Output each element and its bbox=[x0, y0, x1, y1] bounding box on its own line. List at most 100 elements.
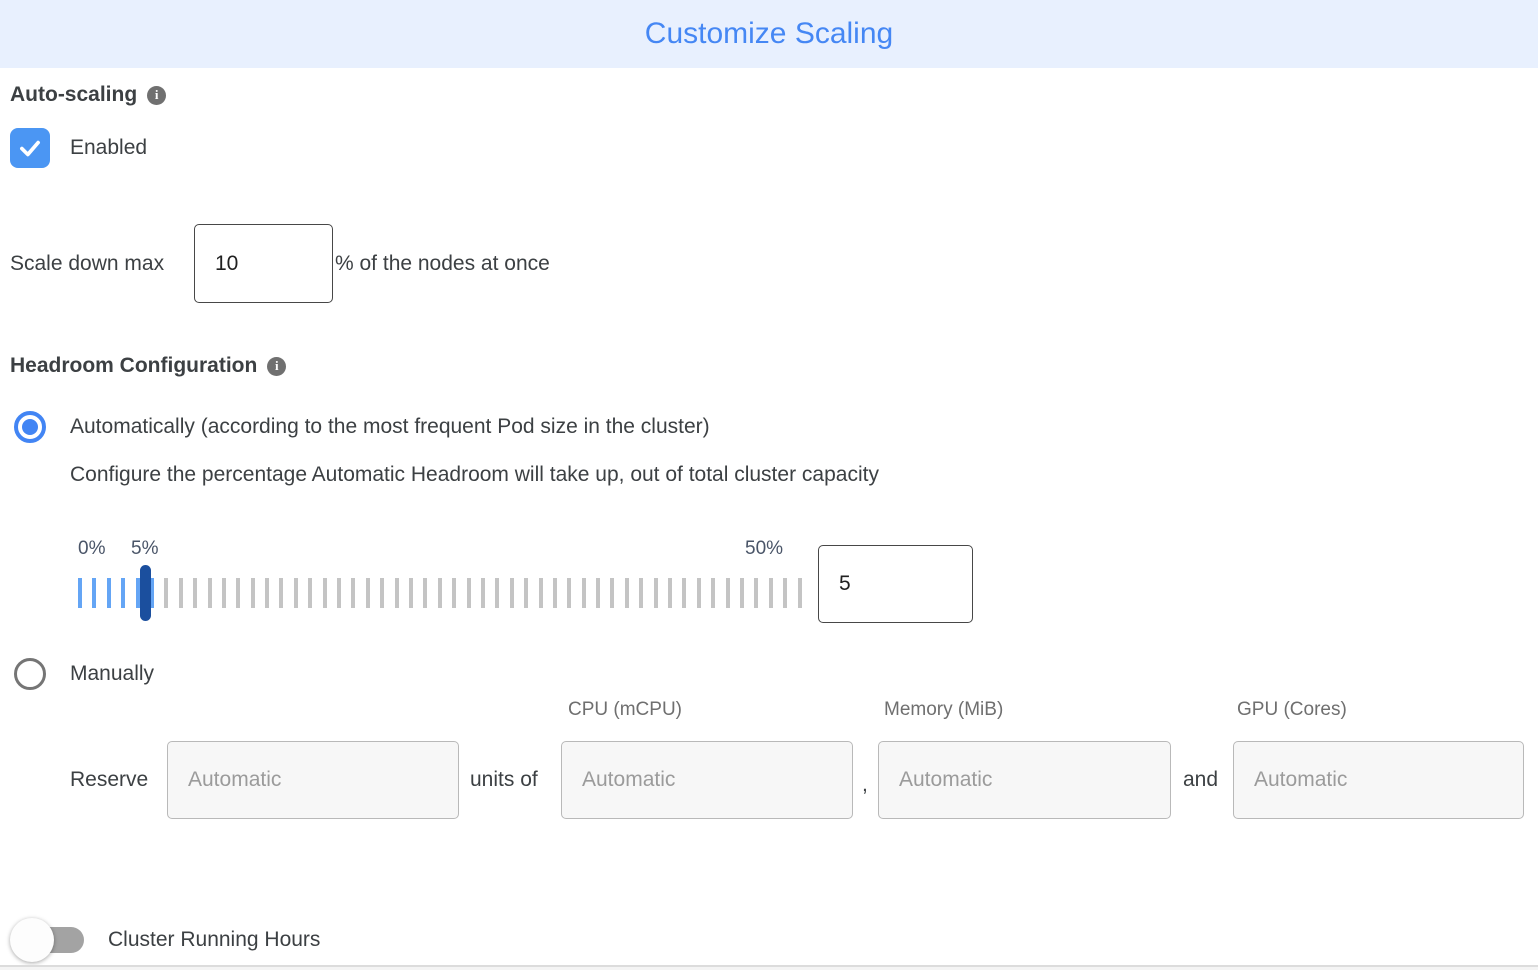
automatic-radio-row: Automatically (according to the most fre… bbox=[14, 411, 710, 443]
scale-down-label: Scale down max bbox=[10, 252, 165, 275]
slider-tick bbox=[279, 578, 284, 608]
slider-tick bbox=[337, 578, 342, 608]
slider-tick bbox=[711, 578, 716, 608]
slider-tick bbox=[250, 578, 255, 608]
slider-tick bbox=[293, 578, 298, 608]
slider-tick bbox=[78, 578, 82, 608]
slider-handle[interactable] bbox=[140, 565, 151, 621]
manual-column-headers: CPU (mCPU) Memory (MiB) GPU (Cores) bbox=[0, 699, 1538, 723]
scale-down-input[interactable] bbox=[194, 224, 333, 303]
auto-scaling-heading: Auto-scaling i bbox=[10, 83, 167, 107]
slider-tick bbox=[682, 578, 687, 608]
slider-tick bbox=[135, 578, 140, 608]
slider-tick bbox=[754, 578, 759, 608]
slider-max-label: 50% bbox=[745, 538, 784, 559]
slider-tick bbox=[221, 578, 226, 608]
slider-ticks[interactable] bbox=[78, 578, 802, 608]
slider-tick bbox=[538, 578, 543, 608]
checkmark-icon bbox=[17, 135, 43, 161]
headroom-percentage-input[interactable] bbox=[818, 545, 973, 623]
slider-tick bbox=[725, 578, 730, 608]
slider-current-label: 5% bbox=[131, 538, 159, 559]
slider-tick bbox=[624, 578, 629, 608]
slider-tick bbox=[178, 578, 183, 608]
slider-tick bbox=[265, 578, 270, 608]
slider-tick bbox=[394, 578, 399, 608]
cpu-column-header: CPU (mCPU) bbox=[568, 699, 682, 720]
bottom-strip bbox=[0, 967, 1538, 970]
headroom-label: Headroom Configuration bbox=[10, 354, 258, 377]
headroom-description: Configure the percentage Automatic Headr… bbox=[70, 463, 879, 486]
automatic-radio-label: Automatically (according to the most fre… bbox=[70, 415, 710, 438]
headroom-heading: Headroom Configuration i bbox=[10, 354, 287, 378]
slider-tick bbox=[207, 578, 212, 608]
scale-down-row: Scale down max % of the nodes at once bbox=[0, 224, 1538, 303]
cluster-running-hours-toggle[interactable] bbox=[10, 918, 84, 962]
slider-tick bbox=[466, 578, 471, 608]
slider-tick bbox=[106, 578, 111, 608]
slider-tick bbox=[668, 578, 673, 608]
slider-tick bbox=[696, 578, 701, 608]
enabled-label: Enabled bbox=[70, 136, 148, 159]
slider-tick bbox=[423, 578, 428, 608]
reserve-units-input[interactable] bbox=[167, 741, 459, 819]
page-title: Customize Scaling bbox=[644, 17, 894, 50]
slider-tick bbox=[308, 578, 313, 608]
and-label: and bbox=[1183, 768, 1219, 791]
slider-tick bbox=[739, 578, 744, 608]
headroom-info-icon[interactable]: i bbox=[267, 356, 287, 376]
scale-down-suffix: % of the nodes at once bbox=[335, 252, 550, 275]
reserve-row: Reserve units of , and bbox=[0, 741, 1538, 819]
slider-tick bbox=[596, 578, 601, 608]
slider-tick bbox=[639, 578, 644, 608]
radio-dot bbox=[22, 419, 38, 435]
manual-radio-row: Manually bbox=[14, 658, 154, 690]
enabled-checkbox-row: Enabled bbox=[10, 128, 147, 168]
slider-tick bbox=[509, 578, 514, 608]
toggle-knob bbox=[10, 918, 54, 962]
slider-tick bbox=[524, 578, 529, 608]
slider-tick bbox=[581, 578, 586, 608]
cpu-input[interactable] bbox=[561, 741, 853, 819]
gpu-column-header: GPU (Cores) bbox=[1237, 699, 1347, 720]
slider-tick bbox=[480, 578, 485, 608]
gpu-input[interactable] bbox=[1233, 741, 1524, 819]
slider-tick bbox=[653, 578, 658, 608]
slider-tick bbox=[121, 578, 126, 608]
slider-tick bbox=[797, 578, 802, 608]
slider-tick bbox=[351, 578, 356, 608]
auto-scaling-info-icon[interactable]: i bbox=[147, 85, 167, 105]
memory-column-header: Memory (MiB) bbox=[884, 699, 1004, 720]
slider-tick bbox=[92, 578, 97, 608]
auto-scaling-label: Auto-scaling bbox=[10, 83, 138, 106]
cluster-running-hours-row: Cluster Running Hours bbox=[10, 918, 320, 962]
slider-tick bbox=[567, 578, 572, 608]
enabled-checkbox[interactable] bbox=[10, 128, 50, 168]
slider-tick bbox=[164, 578, 169, 608]
comma-separator: , bbox=[862, 773, 868, 796]
manual-radio-label: Manually bbox=[70, 662, 155, 685]
slider-tick bbox=[610, 578, 615, 608]
slider-tick bbox=[236, 578, 241, 608]
slider-tick bbox=[768, 578, 773, 608]
memory-input[interactable] bbox=[878, 741, 1171, 819]
bottom-divider bbox=[0, 965, 1538, 967]
slider-tick bbox=[193, 578, 198, 608]
slider-tick bbox=[495, 578, 500, 608]
slider-tick bbox=[322, 578, 327, 608]
slider-tick bbox=[452, 578, 457, 608]
automatic-radio[interactable] bbox=[14, 411, 46, 443]
slider-min-label: 0% bbox=[78, 538, 106, 559]
slider-tick bbox=[365, 578, 370, 608]
manual-radio[interactable] bbox=[14, 658, 46, 690]
slider-tick bbox=[380, 578, 385, 608]
reserve-label: Reserve bbox=[70, 768, 149, 791]
slider-tick bbox=[437, 578, 442, 608]
units-of-label: units of bbox=[470, 768, 538, 791]
slider-tick bbox=[149, 578, 154, 608]
headroom-slider-section: 0% 5% 50% bbox=[78, 538, 998, 628]
header-bar: Customize Scaling bbox=[0, 0, 1538, 68]
cluster-running-hours-label: Cluster Running Hours bbox=[108, 928, 321, 951]
slider-tick bbox=[783, 578, 788, 608]
